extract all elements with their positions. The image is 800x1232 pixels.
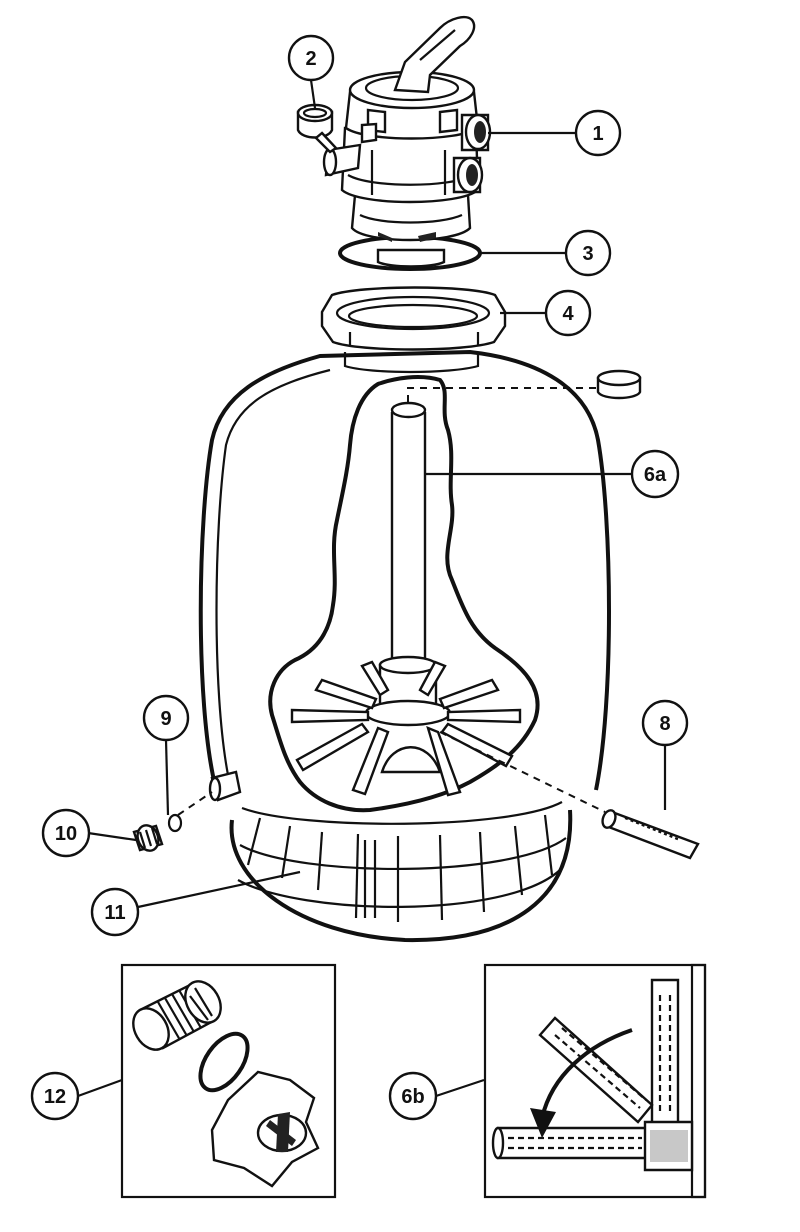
lateral-dashed-guide <box>439 731 606 813</box>
callout-markers: 1 2 3 4 6a 6b 8 9 <box>30 34 689 1121</box>
inset-lateral-install <box>483 963 707 1199</box>
callout-2: 2 <box>287 34 335 82</box>
lateral-vertical <box>650 978 680 1127</box>
cutaway-edge <box>268 375 540 813</box>
standpipe-assembly <box>290 401 522 797</box>
inset-drain-assembly <box>120 963 337 1199</box>
callout-label-12: 12 <box>44 1086 66 1108</box>
callout-6b: 6b <box>388 1071 438 1121</box>
multiport-valve <box>322 16 492 242</box>
callout-label-8: 8 <box>659 713 670 735</box>
leader-lines <box>77 79 667 1098</box>
drain-o-ring <box>167 813 183 833</box>
air-relief-cap <box>596 369 642 400</box>
laterals <box>290 660 522 797</box>
callout-12: 12 <box>30 1071 80 1121</box>
callout-3: 3 <box>564 229 612 277</box>
hub-fitting <box>643 1120 694 1172</box>
callout-label-6a: 6a <box>644 464 667 486</box>
spare-lateral <box>601 809 700 860</box>
tank-drain-port <box>208 770 242 802</box>
pressure-gauge <box>296 103 338 154</box>
lateral-horizontal <box>491 1126 652 1160</box>
drain-dashed-guide <box>177 791 213 816</box>
callout-8: 8 <box>641 699 689 747</box>
callout-9: 9 <box>142 694 190 742</box>
callout-label-1: 1 <box>592 123 603 145</box>
tank-body <box>198 349 611 791</box>
callout-label-11: 11 <box>104 902 125 924</box>
callout-6a: 6a <box>630 449 680 499</box>
tank-base <box>229 801 573 943</box>
drain-cap <box>132 824 164 852</box>
collar-ring <box>320 286 507 351</box>
callout-label-3: 3 <box>582 243 593 265</box>
callout-label-9: 9 <box>160 708 171 730</box>
valve-o-ring <box>338 235 482 271</box>
callout-11: 11 <box>90 887 140 937</box>
drain-fitting <box>132 980 222 1051</box>
callout-1: 1 <box>574 109 622 157</box>
standpipe-dashed-guide <box>407 387 600 402</box>
star-knob <box>210 1070 320 1188</box>
callout-label-10: 10 <box>55 823 77 845</box>
inset-o-ring <box>198 1031 250 1093</box>
lateral-diagonal <box>538 1016 654 1124</box>
callout-label-4: 4 <box>562 303 574 325</box>
rotate-arrow <box>530 1028 633 1138</box>
callout-10: 10 <box>41 808 91 858</box>
callout-label-6b: 6b <box>401 1086 424 1108</box>
callout-label-2: 2 <box>305 48 316 70</box>
callout-4: 4 <box>544 289 592 337</box>
